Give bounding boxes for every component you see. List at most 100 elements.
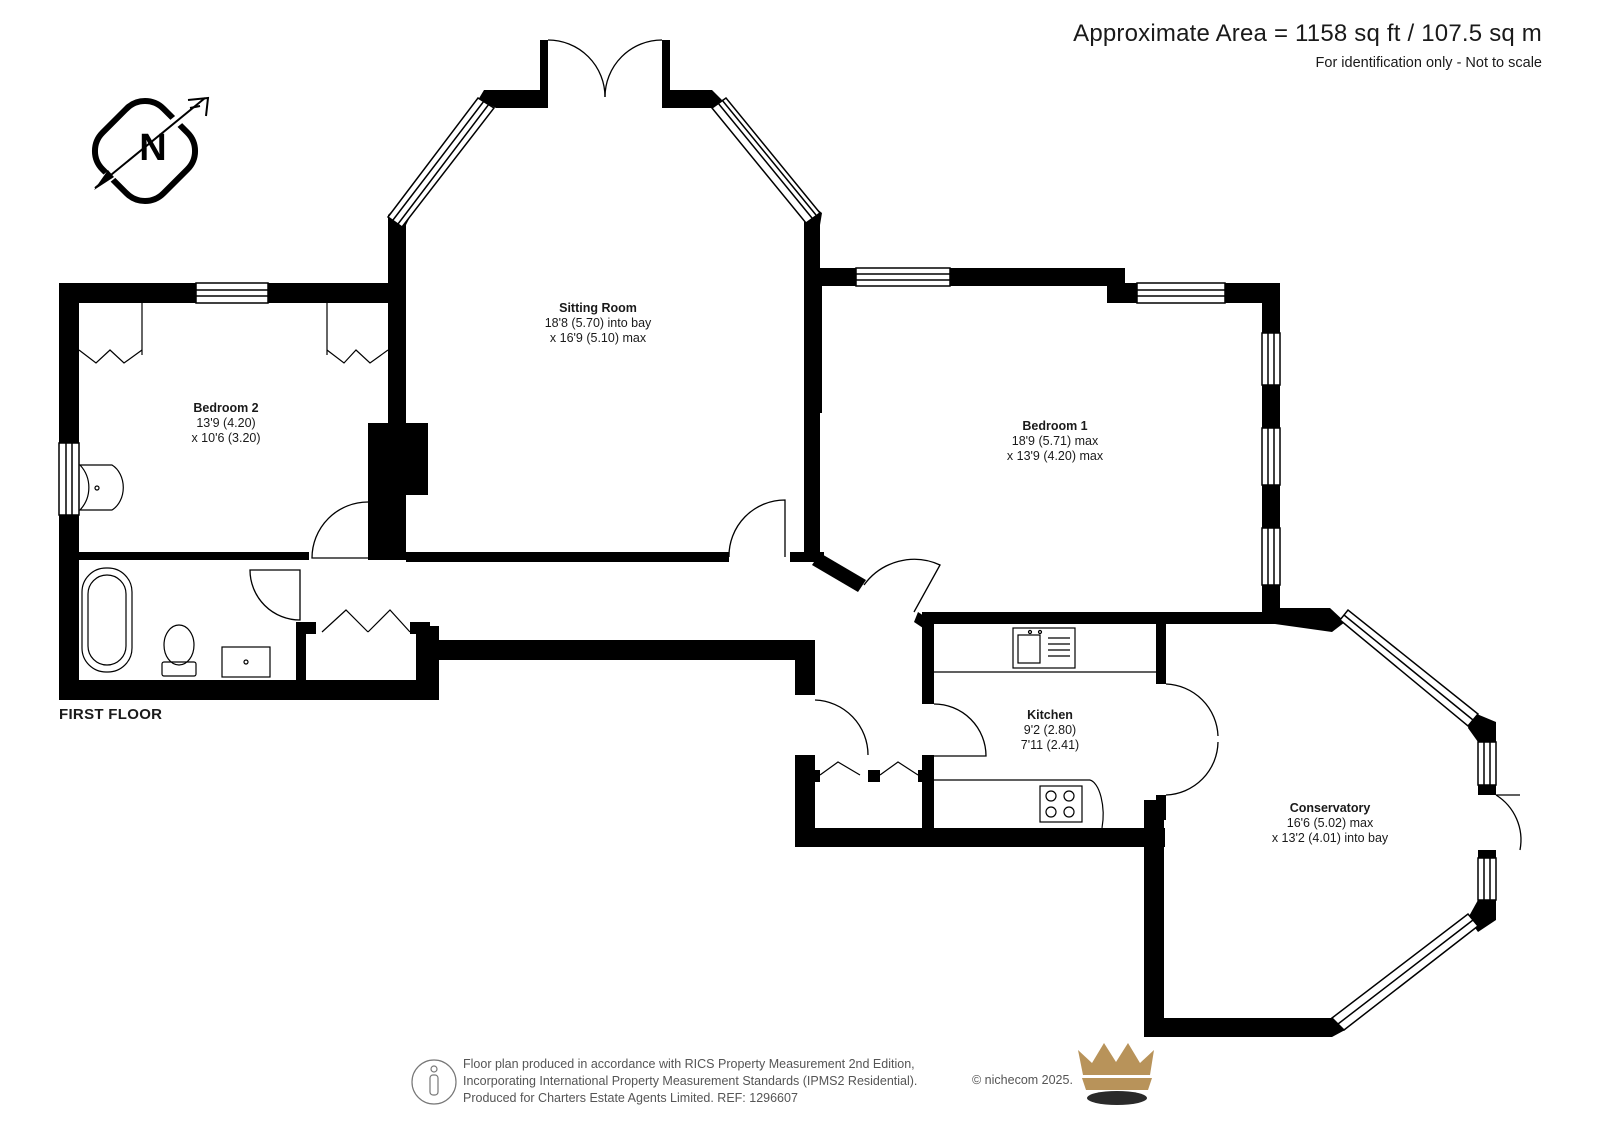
window <box>1261 427 1281 486</box>
toilet-icon <box>161 661 197 677</box>
basin-icon <box>78 464 124 511</box>
window <box>1261 527 1281 586</box>
window <box>195 282 269 304</box>
doors <box>249 39 1522 851</box>
room-dimension: 16'6 (5.02) max <box>1286 816 1374 830</box>
window <box>1261 332 1281 386</box>
room-dimension: 18'8 (5.70) into bay <box>544 316 652 330</box>
wall <box>430 640 815 660</box>
wall <box>1262 283 1280 333</box>
window <box>710 96 822 225</box>
room-label-conservatory: Conservatory 16'6 (5.02) max x 13'2 (4.0… <box>1210 801 1450 846</box>
window <box>386 97 496 229</box>
wall <box>795 828 1165 847</box>
approximate-area: Approximate Area = 1158 sq ft / 107.5 sq… <box>1073 20 1542 47</box>
wall <box>1144 1018 1345 1037</box>
sink-icon <box>1012 627 1076 669</box>
window <box>1136 282 1226 304</box>
wall <box>1275 608 1345 632</box>
door-swing <box>604 39 663 98</box>
wall <box>368 495 406 560</box>
door-swing <box>728 499 786 558</box>
crown-logo-icon <box>1078 1043 1154 1105</box>
wall <box>406 552 729 562</box>
wall <box>410 622 430 634</box>
wall <box>868 770 880 782</box>
room-name: Kitchen <box>1027 708 1073 722</box>
north-arrow-icon: N <box>91 94 210 205</box>
copyright: © nichecom 2025. <box>972 1073 1073 1087</box>
footer-line: Incorporating International Property Mea… <box>463 1074 918 1088</box>
room-label-bedroom-2: Bedroom 2 13'9 (4.20) x 10'6 (3.20) <box>106 401 346 446</box>
fixtures <box>78 303 1156 829</box>
room-name: Sitting Room <box>559 301 637 315</box>
window <box>58 442 80 516</box>
windows <box>58 96 1497 1031</box>
wall <box>1156 795 1166 820</box>
wall <box>59 680 439 700</box>
footer-line: Floor plan produced in accordance with R… <box>463 1057 915 1071</box>
wall <box>795 755 815 847</box>
walls <box>59 40 1496 1037</box>
wall <box>59 515 79 700</box>
room-dimension: 18'9 (5.71) max <box>1011 434 1099 448</box>
wall <box>300 622 316 634</box>
room-dimension: 9'2 (2.80) <box>1023 723 1077 737</box>
window <box>1477 857 1497 901</box>
wall <box>1107 283 1137 303</box>
wall <box>922 624 934 704</box>
scale-note: For identification only - Not to scale <box>1315 55 1542 71</box>
wall <box>922 755 934 835</box>
wall <box>1468 712 1496 742</box>
chimney-breast <box>368 423 428 495</box>
door-swing <box>863 558 941 613</box>
door-swing <box>311 501 369 559</box>
hob-icon <box>1039 785 1083 823</box>
wall <box>812 770 820 782</box>
room-dimension: x 13'2 (4.01) into bay <box>1271 831 1389 845</box>
window <box>855 267 951 287</box>
room-name: Conservatory <box>1289 801 1371 815</box>
wall <box>59 283 79 443</box>
window <box>1477 741 1497 786</box>
room-label-sitting-room: Sitting Room 18'8 (5.70) into bay x 16'9… <box>478 301 718 346</box>
door-swing <box>1165 741 1219 796</box>
wall <box>296 622 306 682</box>
wall <box>79 552 309 560</box>
room-dimension: x 13'9 (4.20) max <box>1006 449 1104 463</box>
door-swing <box>249 569 301 621</box>
door-swing <box>1165 683 1219 737</box>
floor-label: FIRST FLOOR <box>59 706 163 723</box>
room-name: Bedroom 2 <box>193 401 259 415</box>
wall <box>820 268 856 286</box>
wall <box>1262 385 1280 428</box>
wall <box>1478 785 1496 795</box>
wall <box>388 217 406 423</box>
wall <box>918 770 926 782</box>
room-label-kitchen: Kitchen 9'2 (2.80) 7'11 (2.41) <box>930 708 1170 753</box>
door-swing <box>814 699 869 756</box>
wall <box>540 40 548 108</box>
room-dimension: x 10'6 (3.20) <box>191 431 261 445</box>
room-label-bedroom-1: Bedroom 1 18'9 (5.71) max x 13'9 (4.20) … <box>935 419 1175 464</box>
compass-letter: N <box>139 127 166 169</box>
door-swing <box>933 703 987 757</box>
room-name: Bedroom 1 <box>1022 419 1088 433</box>
bathtub-icon <box>81 567 133 673</box>
wall <box>1478 850 1496 858</box>
wall <box>1156 624 1166 684</box>
wall <box>814 283 822 413</box>
wall <box>922 612 1282 624</box>
footer-disclaimer: Floor plan produced in accordance with R… <box>463 1056 917 1107</box>
wall <box>795 655 815 695</box>
wall <box>662 40 670 108</box>
wall <box>812 553 866 592</box>
door-swing <box>547 39 606 98</box>
door-swing <box>1495 794 1522 851</box>
wall <box>1144 800 1164 1037</box>
person-icon <box>411 1059 457 1105</box>
wall <box>950 268 1125 286</box>
vanity-basin-icon <box>221 646 271 678</box>
wall <box>662 90 722 108</box>
